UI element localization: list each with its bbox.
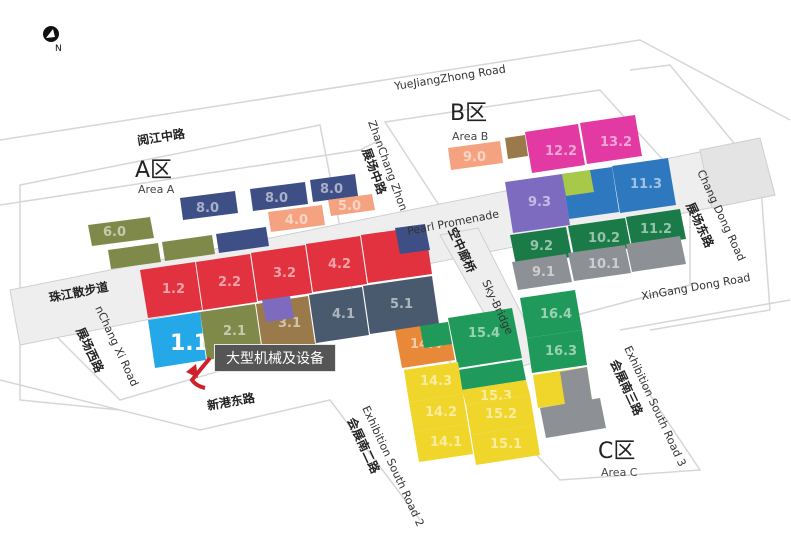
hall-2-2-label: 2.2 xyxy=(218,275,241,290)
compass-icon xyxy=(43,26,59,42)
area-b-title: B区 xyxy=(450,101,487,126)
hall-14-1-label: 14.1 xyxy=(430,435,462,450)
hall-4-2-label: 4.2 xyxy=(328,257,351,272)
hall-14-2-label: 14.2 xyxy=(425,405,457,420)
hall-12-2-label: 12.2 xyxy=(545,144,577,159)
hall-4-0-label: 4.0 xyxy=(285,213,308,228)
hall-8-0-b[interactable] xyxy=(250,182,308,211)
hall-olive-row2-a[interactable] xyxy=(108,243,161,269)
hall-9-3[interactable] xyxy=(505,174,570,233)
hall-16-4[interactable] xyxy=(520,290,582,338)
hall-4-1-label: 4.1 xyxy=(332,307,355,322)
hall-1-2[interactable] xyxy=(140,262,202,318)
hall-16-4-label: 16.4 xyxy=(540,307,572,322)
hall-15-4-label: 15.4 xyxy=(468,326,500,341)
hall-5-0[interactable] xyxy=(328,194,375,216)
hall-1-1[interactable] xyxy=(148,312,206,368)
hall-15-3-green[interactable] xyxy=(458,360,526,390)
hall-3-2[interactable] xyxy=(251,245,312,301)
hall-navy-row2[interactable] xyxy=(216,227,269,253)
hall-8-0-a-label: 8.0 xyxy=(196,201,219,216)
hall-14-3[interactable] xyxy=(404,362,463,402)
hall-14-1[interactable] xyxy=(414,424,473,462)
road-xingang-dong-cn-label: 新港东路 xyxy=(206,390,257,413)
road-xingang-dong-label: XinGang Dong Road xyxy=(640,271,751,303)
hall-14-2[interactable] xyxy=(409,394,468,432)
hall-b-brown[interactable] xyxy=(505,135,528,159)
hall-4-0[interactable] xyxy=(268,205,325,232)
hall-2-1-label: 2.1 xyxy=(223,324,246,339)
hall-1-2-label: 1.2 xyxy=(162,282,185,297)
hall-15-4[interactable] xyxy=(448,308,522,368)
callout-arrowhead-icon xyxy=(186,364,198,378)
hall-4-1[interactable] xyxy=(309,287,369,343)
area-b-halls[interactable]: 9.0 12.2 13.2 9.3 11.3 9.2 10.2 11.2 9.1… xyxy=(448,115,686,290)
hall-16-1[interactable] xyxy=(540,398,606,438)
hall-1-1-label: 1.1 xyxy=(170,331,209,356)
hall-5-2-navy-section[interactable] xyxy=(395,224,430,254)
callout-arrow-icon xyxy=(189,356,212,390)
area-a-subtitle: Area A xyxy=(138,183,175,196)
exhibit-category-callout: 大型机械及设备 xyxy=(214,344,336,372)
hall-14-4-green-section[interactable] xyxy=(420,322,452,348)
hall-6-0-label: 6.0 xyxy=(103,225,126,240)
road-yuejiang-label: YueJiangZhong Road xyxy=(392,63,506,94)
hall-3-1-purple-section[interactable] xyxy=(262,296,294,322)
hall-10-1[interactable] xyxy=(568,245,631,281)
area-c-title: C区 xyxy=(598,439,635,464)
hall-8-0-a[interactable] xyxy=(180,191,238,220)
hall-2-2[interactable] xyxy=(196,254,257,310)
hall-5-1[interactable] xyxy=(363,276,439,334)
hall-15-2-label: 15.2 xyxy=(485,407,517,422)
hall-15-1[interactable] xyxy=(471,425,540,465)
hall-15-1-label: 15.1 xyxy=(490,437,522,452)
compass-label: N xyxy=(55,44,62,54)
road-zhanchang-xi-cn-label: 展场西路 xyxy=(73,325,107,376)
hall-9-1-label: 9.1 xyxy=(532,265,555,280)
hall-15-2[interactable] xyxy=(466,395,535,435)
hall-16-2-gray[interactable] xyxy=(560,367,592,404)
hall-14-3-label: 14.3 xyxy=(420,374,452,389)
hall-3-1-label: 3.1 xyxy=(278,316,301,331)
hall-9-0-label: 9.0 xyxy=(463,150,486,165)
hall-6-0[interactable] xyxy=(88,217,154,246)
hall-11-2-label: 11.2 xyxy=(640,222,672,237)
hall-5-0-label: 5.0 xyxy=(338,199,361,214)
hall-8-0-c-label: 8.0 xyxy=(320,182,343,197)
hall-10-2-label: 10.2 xyxy=(588,231,620,246)
area-a-title: A区 xyxy=(135,158,172,183)
hall-5-1-label: 5.1 xyxy=(390,297,413,312)
hall-11-3-label: 11.3 xyxy=(630,177,662,192)
hall-9-1[interactable] xyxy=(512,254,572,290)
hall-11-1[interactable] xyxy=(626,236,686,272)
promenade-end-block xyxy=(699,137,776,209)
hall-11-2-green-section[interactable] xyxy=(562,170,594,196)
hall-15-3[interactable] xyxy=(462,380,530,405)
area-a-halls[interactable]: 6.0 8.0 8.0 8.0 4.0 5.0 1.2 2.2 3.2 4.2 … xyxy=(88,174,439,368)
hall-8-0-c[interactable] xyxy=(310,174,358,202)
hall-9-0[interactable] xyxy=(448,141,503,170)
road-yuejiang-cn-label: 阅江中路 xyxy=(136,125,187,147)
hall-16-3-label: 16.3 xyxy=(545,344,577,359)
hall-16-3[interactable] xyxy=(527,330,587,373)
hall-3-2-label: 3.2 xyxy=(273,266,296,281)
area-c-halls[interactable]: 14.4 15.4 14.3 15.3 14.2 15.2 14.1 15.1 … xyxy=(395,290,606,465)
area-c-subtitle: Area C xyxy=(601,466,638,479)
hall-10-1-label: 10.1 xyxy=(588,257,620,272)
hall-13-2[interactable] xyxy=(580,115,642,164)
hall-9-2-label: 9.2 xyxy=(530,239,553,254)
area-b-subtitle: Area B xyxy=(452,130,488,143)
hall-olive-row2-b[interactable] xyxy=(162,235,215,261)
hall-12-2[interactable] xyxy=(525,124,585,173)
hall-8-0-b-label: 8.0 xyxy=(265,191,288,206)
hall-9-3-label: 9.3 xyxy=(528,195,551,210)
hall-4-2[interactable] xyxy=(306,236,367,292)
hall-11-3[interactable] xyxy=(612,158,676,213)
hall-13-2-label: 13.2 xyxy=(600,135,632,150)
